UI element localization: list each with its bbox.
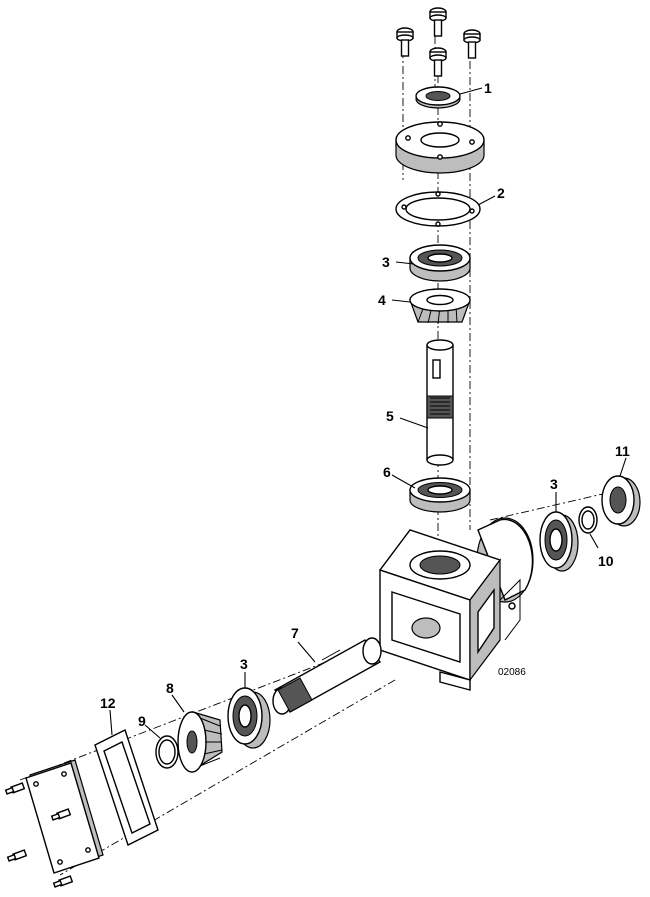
figure-id: 02086 [498,667,526,678]
bevel-gear-side [177,711,223,773]
callout-7: 7 [291,625,299,641]
oil-seal-right [601,475,641,527]
bearing-cap [395,121,485,174]
vertical-shaft [426,339,454,466]
gasket-top [395,191,481,227]
callout-labels: 1 2 3 4 5 6 3 11 10 7 3 8 12 9 [100,80,630,729]
leader-lines [109,87,627,739]
callout-8: 8 [166,680,174,696]
callout-1: 1 [484,80,492,96]
snap-ring-left [155,735,179,769]
gasket-side [94,729,159,846]
snap-ring-right [578,506,598,534]
callout-10: 10 [598,553,614,569]
bearing-lower-left [227,687,271,749]
callout-5: 5 [386,408,394,424]
callout-6: 6 [383,464,391,480]
bearing-lower-vertical [409,477,471,513]
callout-2: 2 [497,185,505,201]
cap-screws-top [396,7,481,77]
callout-11: 11 [615,443,630,459]
callout-3: 3 [382,254,390,270]
callout-3: 3 [550,476,558,492]
cap-screws-cover [4,782,74,888]
callout-9: 9 [138,713,146,729]
oil-seal-top [415,86,461,109]
callout-3: 3 [240,656,248,672]
callout-12: 12 [100,695,116,711]
bearing-right [539,511,579,572]
callout-4: 4 [378,292,386,308]
gearbox-housing [378,517,534,691]
bevel-gear-top [409,288,471,325]
bearing-upper [409,244,471,282]
horizontal-shaft [272,637,382,715]
